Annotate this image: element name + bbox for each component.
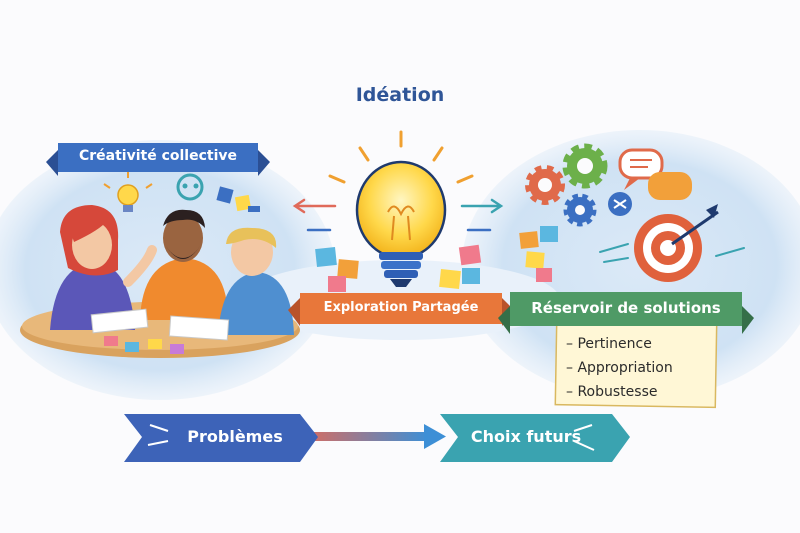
right-ribbon-label: Réservoir de solutions (510, 299, 742, 317)
choices-label: Choix futurs (456, 427, 596, 446)
center-ribbon-label: Exploration Partagée (300, 300, 502, 315)
criteria-item: Appropriation (566, 356, 716, 380)
criteria-list: Pertinence Appropriation Robustesse (566, 332, 716, 404)
problems-label: Problèmes (160, 427, 310, 446)
page-title: Idéation (300, 84, 500, 106)
flow-arrow (298, 424, 446, 449)
criteria-item: Robustesse (566, 380, 716, 404)
criteria-item: Pertinence (566, 332, 716, 356)
left-ribbon-label: Créativité collective (58, 148, 258, 164)
